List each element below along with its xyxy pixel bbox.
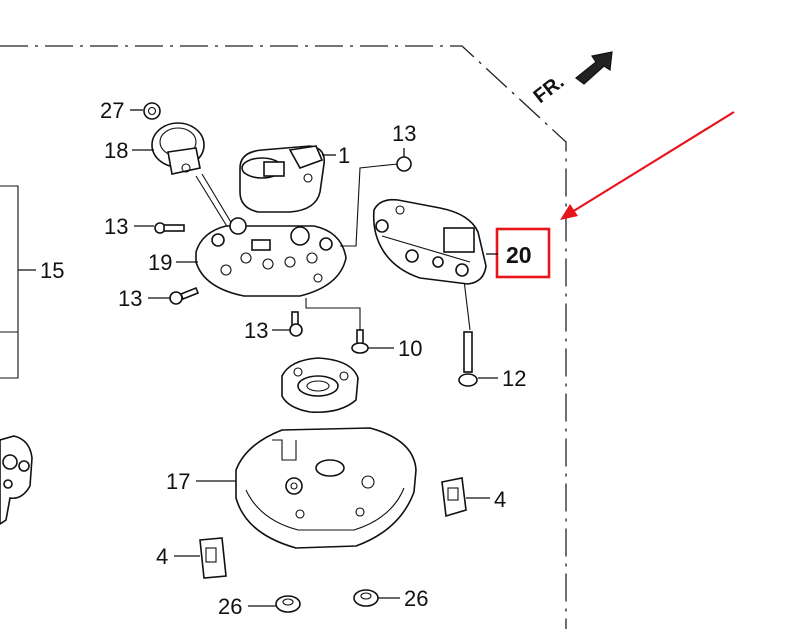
callout-27: 27 — [100, 98, 124, 123]
callout-10: 10 — [398, 336, 422, 361]
part-12-bolt — [458, 331, 498, 387]
callout-18: 18 — [104, 138, 128, 163]
part-1-brush-holder — [239, 145, 336, 213]
highlight-arrow-icon — [560, 111, 735, 220]
part-13-bolt-left-upper — [134, 222, 185, 234]
assembly-frame — [0, 45, 567, 629]
part-13-bolt-top — [377, 148, 412, 172]
highlight-box — [495, 227, 551, 279]
part-20-regulator — [372, 198, 498, 285]
callout-12: 12 — [502, 366, 526, 391]
callout-17: 17 — [166, 469, 190, 494]
front-direction-indicator: FR. — [530, 51, 613, 108]
part-13-bolt-left-lower — [148, 286, 200, 305]
callout-4-left: 4 — [156, 544, 168, 569]
front-arrow-icon — [575, 51, 613, 85]
alignment-lines — [305, 165, 471, 332]
callout-26-left: 26 — [218, 594, 242, 619]
callout-13-center: 13 — [244, 318, 268, 343]
part-19-rectifier — [176, 217, 347, 297]
callout-13-top: 13 — [392, 121, 416, 146]
callout-13-left-lower: 13 — [118, 286, 142, 311]
left-panel-outline — [0, 185, 19, 379]
part-26-nut-right — [353, 589, 400, 607]
part-4-clip-right — [441, 477, 490, 518]
part-17-rear-cover — [196, 427, 417, 549]
callout-19: 19 — [148, 250, 172, 275]
part-4-clip-left — [174, 537, 227, 579]
callout-15: 15 — [40, 258, 64, 283]
part-10-screw — [351, 329, 394, 354]
bearing-holder — [281, 357, 359, 414]
callout-20: 20 — [506, 242, 532, 268]
housing-fragment — [0, 435, 33, 525]
callout-13-left-upper: 13 — [104, 214, 128, 239]
part-26-nut-left — [248, 595, 301, 613]
part-18-terminal — [132, 122, 233, 229]
part-27-nut — [130, 102, 161, 120]
callout-26-right: 26 — [404, 586, 428, 611]
front-direction-label: FR. — [530, 71, 569, 108]
part-13-bolt-center — [272, 311, 303, 337]
callout-1: 1 — [338, 143, 350, 168]
callout-4-right: 4 — [494, 487, 506, 512]
